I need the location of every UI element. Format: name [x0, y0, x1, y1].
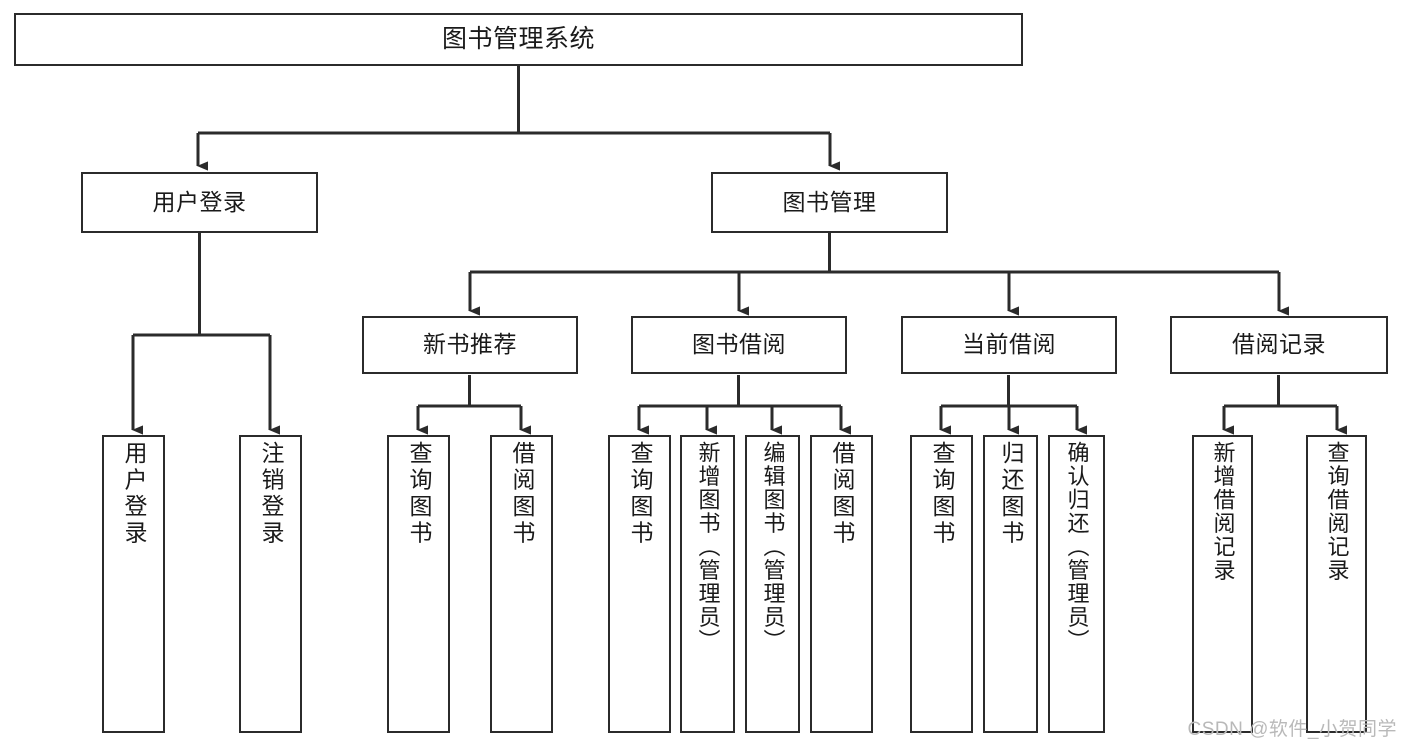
- node-user-login-label: 用户登录: [152, 188, 247, 215]
- leaf-borrow-book-borrow[interactable]: 借阅图书: [810, 435, 873, 733]
- leaf-confirm-return-admin-label: 确认归还（管理员）: [1064, 441, 1090, 653]
- node-book-management[interactable]: 图书管理: [711, 172, 948, 233]
- leaf-add-borrow-record[interactable]: 新增借阅记录: [1192, 435, 1253, 733]
- leaf-edit-book-admin-label: 编辑图书（管理员）: [760, 441, 786, 653]
- leaf-query-book-newbook[interactable]: 查询图书: [387, 435, 450, 733]
- node-root[interactable]: 图书管理系统: [14, 13, 1023, 66]
- leaf-query-borrow-record[interactable]: 查询借阅记录: [1306, 435, 1367, 733]
- node-new-book-recommend[interactable]: 新书推荐: [362, 316, 578, 374]
- leaf-query-borrow-record-label: 查询借阅记录: [1324, 441, 1350, 582]
- leaf-query-book-current-label: 查询图书: [929, 441, 955, 547]
- node-root-label: 图书管理系统: [441, 24, 595, 53]
- leaf-borrow-book-newbook[interactable]: 借阅图书: [490, 435, 553, 733]
- leaf-logout[interactable]: 注销登录: [239, 435, 302, 733]
- leaf-add-book-admin[interactable]: 新增图书（管理员）: [680, 435, 735, 733]
- leaf-confirm-return-admin[interactable]: 确认归还（管理员）: [1048, 435, 1105, 733]
- leaf-query-book-borrow[interactable]: 查询图书: [608, 435, 671, 733]
- leaf-add-borrow-record-label: 新增借阅记录: [1210, 441, 1236, 582]
- leaf-query-book-borrow-label: 查询图书: [627, 441, 653, 547]
- leaf-query-book-newbook-label: 查询图书: [406, 441, 432, 547]
- node-book-borrow[interactable]: 图书借阅: [631, 316, 847, 374]
- leaf-user-login-label: 用户登录: [121, 441, 147, 547]
- leaf-logout-label: 注销登录: [258, 441, 284, 547]
- leaf-return-book-label: 归还图书: [998, 441, 1024, 547]
- leaf-edit-book-admin[interactable]: 编辑图书（管理员）: [745, 435, 800, 733]
- watermark: CSDN @软件_小贺同学: [1187, 719, 1397, 740]
- node-borrow-records[interactable]: 借阅记录: [1170, 316, 1388, 374]
- node-current-borrow-label: 当前借阅: [962, 331, 1056, 358]
- leaf-borrow-book-newbook-label: 借阅图书: [509, 441, 535, 547]
- leaf-user-login[interactable]: 用户登录: [102, 435, 165, 733]
- leaf-return-book[interactable]: 归还图书: [983, 435, 1038, 733]
- node-current-borrow[interactable]: 当前借阅: [901, 316, 1117, 374]
- node-user-login[interactable]: 用户登录: [81, 172, 318, 233]
- leaf-borrow-book-borrow-label: 借阅图书: [829, 441, 855, 547]
- leaf-query-book-current[interactable]: 查询图书: [910, 435, 973, 733]
- node-book-management-label: 图书管理: [782, 188, 877, 215]
- leaf-add-book-admin-label: 新增图书（管理员）: [695, 441, 721, 653]
- node-book-borrow-label: 图书借阅: [692, 331, 786, 358]
- node-new-book-recommend-label: 新书推荐: [423, 331, 517, 358]
- node-borrow-records-label: 借阅记录: [1232, 331, 1326, 358]
